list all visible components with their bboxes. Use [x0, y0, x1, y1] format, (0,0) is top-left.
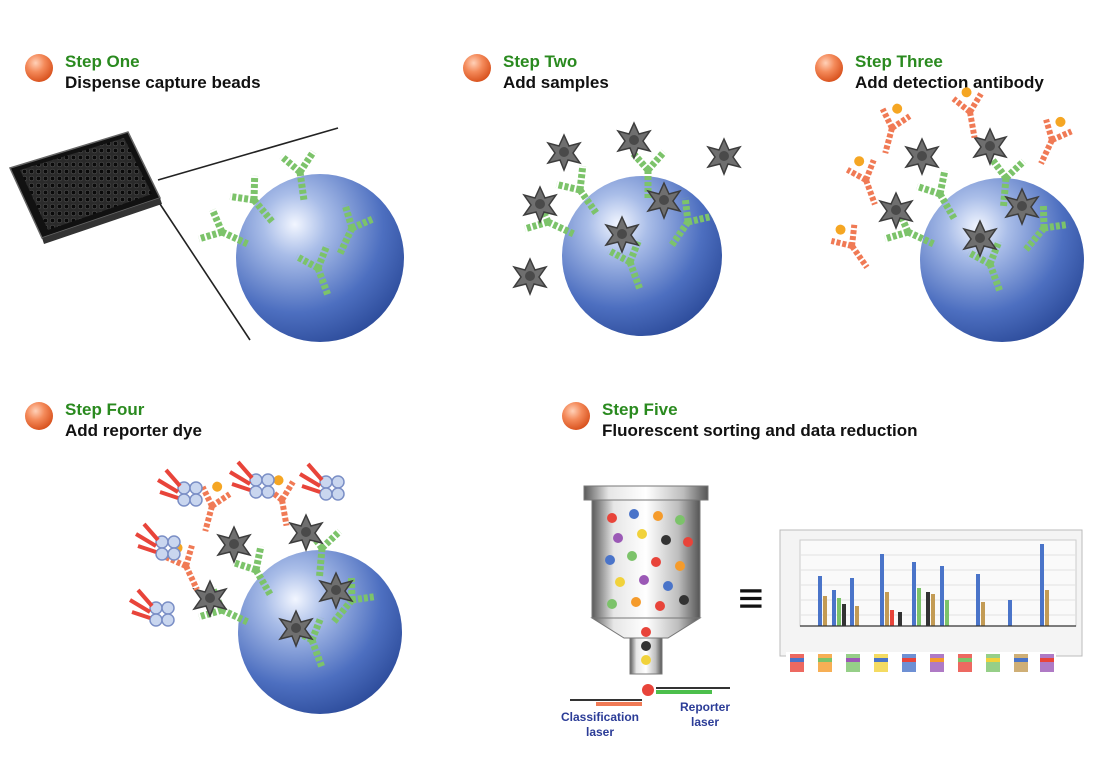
beads-in-flow	[605, 509, 693, 696]
step-subtitle: Add detection antibody	[855, 73, 1044, 92]
orange-bullet-icon	[463, 54, 491, 82]
step-subtitle: Dispense capture beads	[65, 73, 261, 92]
classification-laser	[570, 699, 642, 706]
step-title: Step Three	[855, 52, 943, 71]
reporter-laser	[656, 687, 730, 694]
step-subtitle: Fluorescent sorting and data reduction	[602, 421, 918, 440]
equivalence-symbol: ≡	[738, 574, 764, 623]
orange-bullet-icon	[562, 402, 590, 430]
capture-bead	[236, 174, 404, 342]
reporter-laser-label: Reporter laser	[679, 700, 730, 729]
classification-laser-label: Classification laser	[560, 710, 640, 739]
orange-bullet-icon	[25, 402, 53, 430]
orange-bullet-icon	[25, 54, 53, 82]
step-subtitle: Add samples	[503, 73, 609, 92]
step-subtitle: Add reporter dye	[65, 421, 202, 440]
step-title: Step Five	[602, 400, 678, 419]
capture-bead	[238, 550, 402, 714]
data-chart-thumbnail	[779, 529, 1083, 678]
step-title: Step One	[65, 52, 140, 71]
capture-bead	[562, 176, 722, 336]
orange-bullet-icon	[815, 54, 843, 82]
step-title: Step Four	[65, 400, 145, 419]
microplate	[8, 131, 162, 244]
step-title: Step Two	[503, 52, 578, 71]
